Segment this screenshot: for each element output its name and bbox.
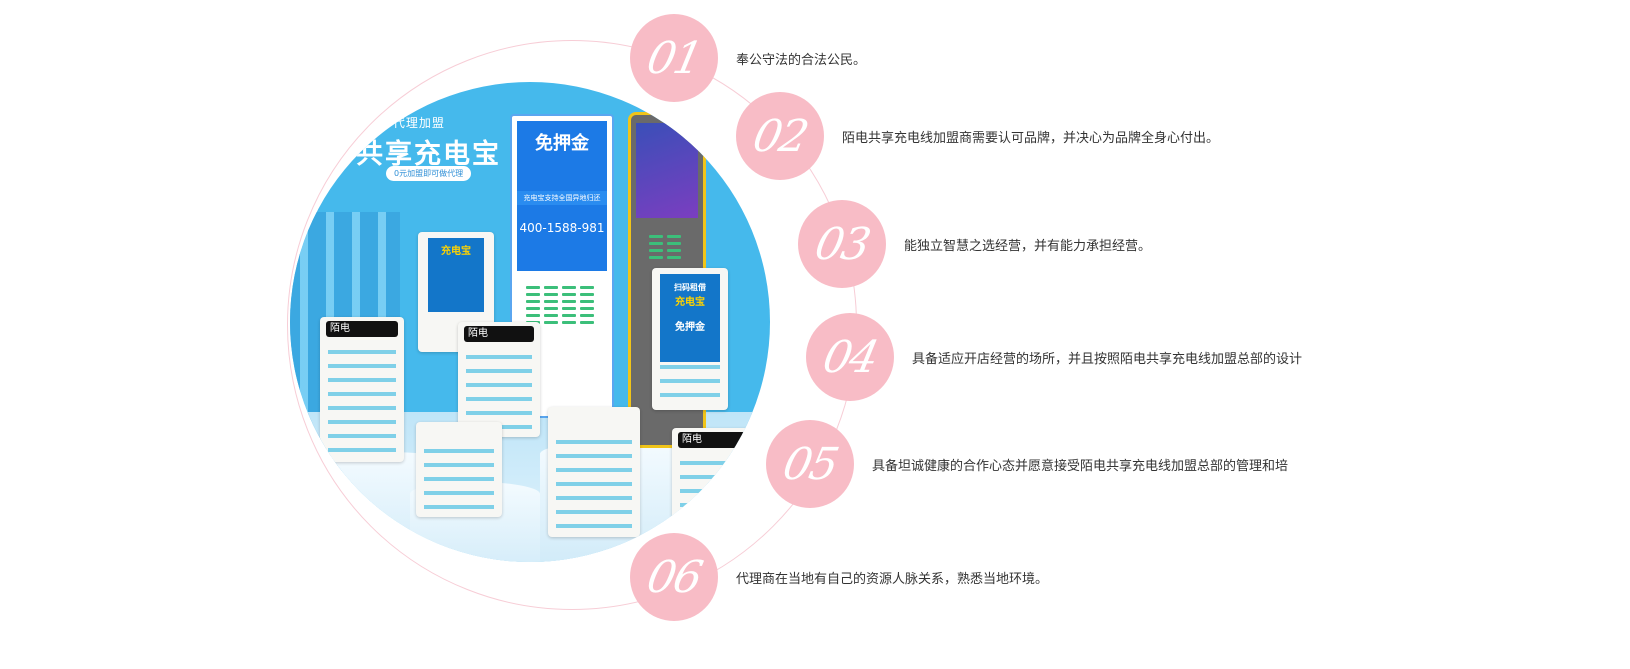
headline-sub: 全球·代理加盟 xyxy=(362,116,445,130)
charging-unit: 陌电 xyxy=(458,322,540,437)
number-badge: 04 xyxy=(806,313,894,401)
unit-brand: 陌电 xyxy=(326,321,398,337)
number-badge: 03 xyxy=(798,200,886,288)
charging-unit: 扫码租借 充电宝 免押金 xyxy=(652,268,728,410)
unit-screen-line2: 充电宝 xyxy=(675,297,705,308)
tall-kiosk-screen: 免押金 充电宝支持全国异地归还 400-1588-981 xyxy=(517,121,607,271)
number-badge: 02 xyxy=(736,92,824,180)
requirement-item-6: 06 代理商在当地有自己的资源人脉关系，熟悉当地环境。 xyxy=(630,533,1048,621)
charging-unit: 充电宝 xyxy=(418,232,494,352)
charging-unit: 陌电 xyxy=(320,317,404,462)
unit-screen-line3: 免押金 xyxy=(675,322,705,333)
headline: 共享充电宝 xyxy=(356,139,501,170)
number-badge: 05 xyxy=(766,420,854,508)
unit-screen-line1: 扫码租借 xyxy=(674,283,706,292)
unit-screen: 扫码租借 充电宝 免押金 xyxy=(660,274,720,362)
slot-grid xyxy=(649,235,681,259)
unit-screen-title: 充电宝 xyxy=(441,246,471,257)
requirement-text: 能独立智慧之选经营，并有能力承担经营。 xyxy=(904,238,1152,254)
tall-kiosk-banner: 充电宝支持全国异地归还 xyxy=(517,191,607,205)
requirement-text: 陌电共享充电线加盟商需要认可品牌，并决心为品牌全身心付出。 xyxy=(842,130,1220,146)
charging-unit: 陌电 xyxy=(672,428,752,538)
requirement-item-1: 01 奉公守法的合法公民。 xyxy=(630,14,866,102)
requirement-item-2: 02 陌电共享充电线加盟商需要认可品牌，并决心为品牌全身心付出。 xyxy=(736,92,1219,180)
charging-unit xyxy=(416,422,502,517)
dark-kiosk-screen xyxy=(636,123,698,218)
unit-brand: 陌电 xyxy=(464,326,534,342)
requirement-item-5: 05 具备坦诚健康的合作心态并愿意接受陌电共享充电线加盟总部的管理和培 xyxy=(766,420,1288,508)
requirement-text: 具备坦诚健康的合作心态并愿意接受陌电共享充电线加盟总部的管理和培 xyxy=(872,458,1289,474)
requirement-text: 代理商在当地有自己的资源人脉关系，熟悉当地环境。 xyxy=(736,571,1049,587)
requirement-text: 具备适应开店经营的场所，并且按照陌电共享充电线加盟总部的设计 xyxy=(912,351,1303,367)
unit-screen: 充电宝 xyxy=(428,238,484,312)
unit-brand: 陌电 xyxy=(678,432,746,448)
charging-unit xyxy=(548,407,640,537)
requirement-item-4: 04 具备适应开店经营的场所，并且按照陌电共享充电线加盟总部的设计 xyxy=(806,313,1302,401)
number-badge: 06 xyxy=(630,533,718,621)
tall-kiosk-title: 免押金 xyxy=(535,133,589,154)
promo-pill: 0元加盟即可做代理 xyxy=(386,166,472,181)
tall-kiosk-phone: 400-1588-981 xyxy=(519,221,605,235)
number-badge: 01 xyxy=(630,14,718,102)
requirement-text: 奉公守法的合法公民。 xyxy=(736,52,867,68)
requirement-item-3: 03 能独立智慧之选经营，并有能力承担经营。 xyxy=(798,200,1151,288)
slot-grid xyxy=(526,286,594,324)
product-photo: 全球·代理加盟 共享充电宝 0元加盟即可做代理 免押金 充电宝支持全国异地归还 … xyxy=(290,82,770,562)
